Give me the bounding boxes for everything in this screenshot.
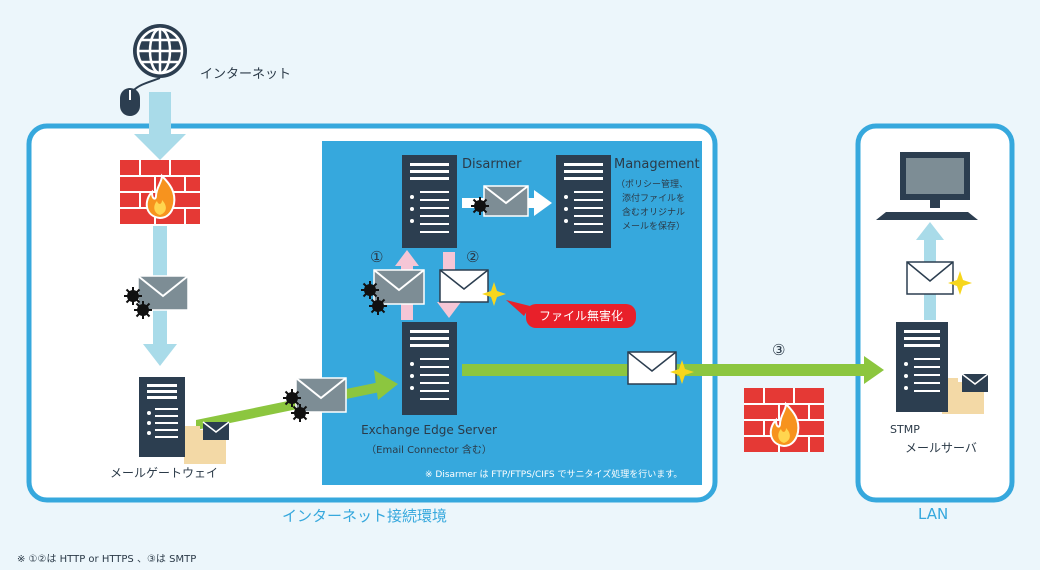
exchange-server-note: （Email Connector 含む） — [366, 445, 492, 456]
management-note-line-3: 含むオリジナル — [622, 208, 686, 218]
arrow-internet-to-firewall — [134, 92, 186, 160]
firewall-icon-lan — [743, 387, 825, 453]
internet-label: インターネット — [200, 67, 292, 82]
disarmer-label: Disarmer — [462, 157, 522, 172]
mail-server-icon — [896, 322, 948, 412]
clean-mail-icon-1 — [439, 269, 506, 306]
internet-zone-label: インターネット接続環境 — [282, 507, 448, 525]
infected-mail-icon-3 — [360, 269, 425, 316]
disarmer-server-icon — [402, 155, 457, 248]
step3-marker: ③ — [772, 341, 786, 359]
mail-server-label: メールサーバ — [905, 441, 977, 455]
management-note-line-1: （ポリシー管理、 — [616, 180, 689, 190]
management-label: Management — [614, 157, 700, 172]
mail-folder-icon — [184, 421, 230, 464]
infected-mail-icon-1 — [123, 275, 189, 320]
step2-marker: ② — [466, 248, 480, 266]
sanitize-badge-pointer — [506, 300, 530, 316]
management-note-line-2: 添付ファイルを — [622, 194, 686, 204]
mail-gateway-label: メールゲートウェイ — [110, 466, 219, 480]
arrow-disarmer-to-management — [462, 185, 552, 217]
monitor-icon — [876, 152, 978, 220]
step1-marker: ① — [370, 248, 384, 266]
inner-note: ※ Disarmer は FTP/FTPS/CIFS でサニタイズ処理を行います… — [425, 470, 683, 480]
firewall-icon — [119, 159, 201, 225]
management-server-icon — [556, 155, 611, 248]
clean-mail-icon-2 — [627, 351, 694, 385]
mail-gateway-server-icon — [139, 377, 185, 457]
management-note-line-4: メールを保存） — [622, 222, 686, 232]
clean-mail-icon-3 — [906, 261, 972, 295]
footnote: ※ ①②は HTTP or HTTPS 、③は SMTP — [17, 554, 197, 565]
smtp-label: STMP — [890, 423, 920, 436]
infected-mail-icon-2 — [282, 377, 347, 423]
globe-icon — [133, 24, 187, 78]
mouse-icon — [120, 77, 161, 116]
arrow-head-gateway — [143, 344, 177, 366]
exchange-server-icon — [402, 322, 457, 415]
sanitize-badge: ファイル無害化 — [526, 304, 636, 328]
mail-folder-icon-lan — [942, 373, 989, 414]
lan-zone-label: LAN — [918, 505, 949, 523]
exchange-server-label: Exchange Edge Server — [361, 423, 497, 437]
